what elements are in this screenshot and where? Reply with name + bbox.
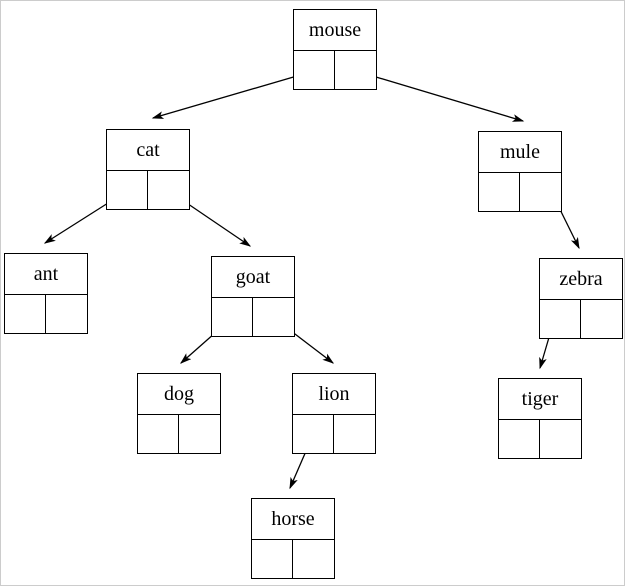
node-label-mule: mule [479, 132, 561, 173]
tree-node-horse[interactable]: horse [251, 498, 335, 579]
node-pointers-zebra [540, 300, 622, 338]
node-right-pointer-cat[interactable] [148, 171, 189, 209]
edge-mouse-to-mule [355, 70, 525, 122]
node-label-mouse: mouse [294, 10, 376, 51]
node-right-pointer-mouse[interactable] [335, 51, 376, 89]
tree-node-tiger[interactable]: tiger [498, 378, 582, 459]
node-pointers-ant [5, 295, 87, 333]
tree-node-zebra[interactable]: zebra [539, 258, 623, 339]
tree-node-cat[interactable]: cat [106, 129, 190, 210]
node-right-pointer-zebra[interactable] [581, 300, 622, 338]
node-pointers-dog [138, 415, 220, 453]
node-label-dog: dog [138, 374, 220, 415]
node-label-horse: horse [252, 499, 334, 540]
node-pointers-mouse [294, 51, 376, 89]
node-label-ant: ant [5, 254, 87, 295]
node-left-pointer-cat[interactable] [107, 171, 148, 209]
node-pointers-goat [212, 298, 294, 336]
node-right-pointer-lion[interactable] [334, 415, 375, 453]
node-left-pointer-goat[interactable] [212, 298, 253, 336]
tree-node-goat[interactable]: goat [211, 256, 295, 337]
node-right-pointer-goat[interactable] [253, 298, 294, 336]
node-label-lion: lion [293, 374, 375, 415]
node-right-pointer-mule[interactable] [520, 173, 561, 211]
node-left-pointer-mouse[interactable] [294, 51, 335, 89]
tree-node-mouse[interactable]: mouse [293, 9, 377, 90]
node-right-pointer-tiger[interactable] [540, 420, 581, 458]
tree-node-mule[interactable]: mule [478, 131, 562, 212]
tree-node-dog[interactable]: dog [137, 373, 221, 454]
edge-mouse-to-cat [151, 70, 315, 119]
node-left-pointer-horse[interactable] [252, 540, 293, 578]
node-left-pointer-lion[interactable] [293, 415, 334, 453]
node-label-cat: cat [107, 130, 189, 171]
node-left-pointer-ant[interactable] [5, 295, 46, 333]
node-left-pointer-zebra[interactable] [540, 300, 581, 338]
node-pointers-lion [293, 415, 375, 453]
node-left-pointer-tiger[interactable] [499, 420, 540, 458]
node-right-pointer-horse[interactable] [293, 540, 334, 578]
node-left-pointer-mule[interactable] [479, 173, 520, 211]
node-right-pointer-ant[interactable] [46, 295, 87, 333]
node-left-pointer-dog[interactable] [138, 415, 179, 453]
node-label-zebra: zebra [540, 259, 622, 300]
node-pointers-mule [479, 173, 561, 211]
node-label-goat: goat [212, 257, 294, 298]
tree-node-lion[interactable]: lion [292, 373, 376, 454]
node-label-tiger: tiger [499, 379, 581, 420]
tree-node-ant[interactable]: ant [4, 253, 88, 334]
node-pointers-horse [252, 540, 334, 578]
node-pointers-cat [107, 171, 189, 209]
node-pointers-tiger [499, 420, 581, 458]
node-right-pointer-dog[interactable] [179, 415, 220, 453]
